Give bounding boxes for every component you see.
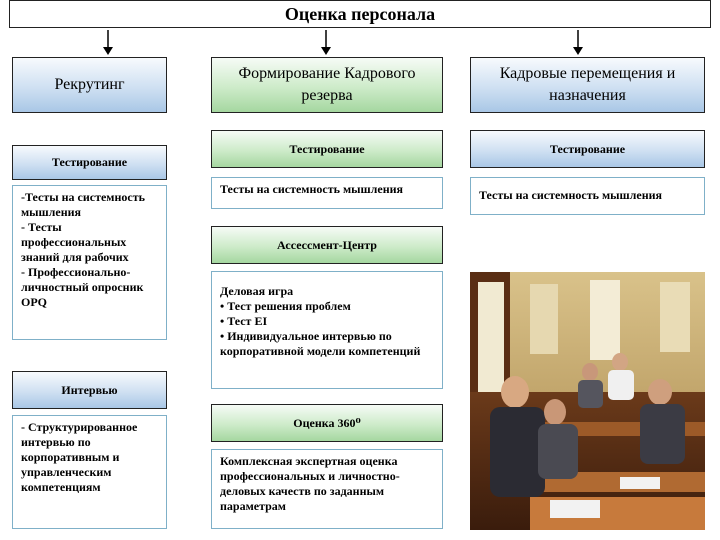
block-heading-testing: Тестирование	[470, 130, 705, 168]
content-item: Тесты на системность мышления	[479, 188, 663, 202]
block-content-360: Комплексная экспертная оценка профессион…	[211, 449, 443, 529]
arrow-down-icon	[573, 30, 583, 55]
content-item: - Профессионально-личностный опросник OP…	[21, 265, 144, 309]
block-heading-360: Оценка 360⁰	[211, 404, 443, 442]
block-content-interview: - Структурированное интервью по корпорат…	[12, 415, 167, 529]
content-item: -Тесты на системность мышления	[21, 190, 145, 219]
content-item: Деловая игра	[220, 284, 294, 298]
content-item: • Тест EI	[220, 314, 268, 328]
content-item: - Структурированное интервью по корпорат…	[21, 420, 138, 494]
content-item: - Тесты профессиональных знаний для рабо…	[21, 220, 129, 264]
block-heading-testing: Тестирование	[12, 145, 167, 180]
content-item: Тесты на системность мышления	[220, 182, 404, 196]
column-heading-transfers: Кадровые перемещения и назначения	[470, 57, 705, 113]
block-heading-interview: Интервью	[12, 371, 167, 409]
arrow-down-icon	[103, 30, 113, 55]
block-heading-testing: Тестирование	[211, 130, 443, 168]
block-heading-assessment: Ассессмент-Центр	[211, 226, 443, 264]
block-content-testing: -Тесты на системность мышления - Тесты п…	[12, 185, 167, 340]
content-item: Комплексная экспертная оценка профессион…	[220, 454, 400, 513]
arrow-down-icon	[321, 30, 331, 55]
column-heading-recruiting: Рекрутинг	[12, 57, 167, 113]
classroom-photo	[470, 272, 705, 530]
block-content-testing: Тесты на системность мышления	[470, 177, 705, 215]
column-heading-reserve: Формирование Кадрового резерва	[211, 57, 443, 113]
block-content-assessment: Деловая игра • Тест решения проблем • Те…	[211, 271, 443, 389]
page-title: Оценка персонала	[9, 0, 711, 28]
content-item: • Тест решения проблем	[220, 299, 351, 313]
block-content-testing: Тесты на системность мышления	[211, 177, 443, 209]
content-item: • Индивидуальное интервью по корпоративн…	[220, 329, 421, 358]
